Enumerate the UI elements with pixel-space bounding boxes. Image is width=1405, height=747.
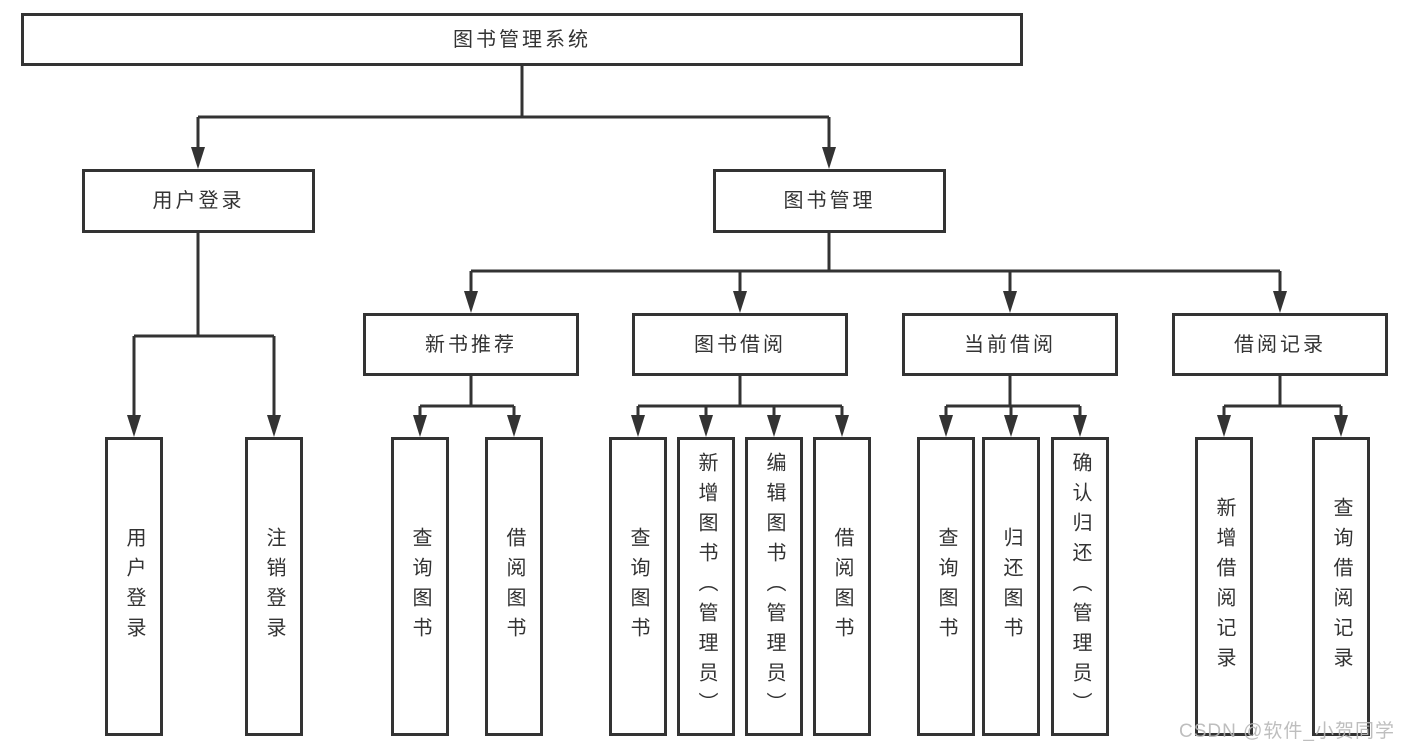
node-leaf-add-books-admin: 新增图书（管理员） [677,437,735,736]
arrowhead [1273,291,1287,313]
connector-book-borrow-children [636,376,844,420]
node-leaf-edit-books-admin: 编辑图书（管理员） [745,437,803,736]
connector-current-borrow-children [944,376,1082,420]
node-current-borrow: 当前借阅 [902,313,1118,376]
node-leaf-query-books-3: 查询图书 [917,437,975,736]
arrowhead [1004,415,1018,437]
node-leaf-query-books-2: 查询图书 [609,437,667,736]
node-leaf-return-books: 归还图书 [982,437,1040,736]
node-label: 编辑图书（管理员） [763,451,785,722]
arrowhead [1073,415,1087,437]
node-label: 用户登录 [123,526,145,647]
node-user-login: 用户登录 [82,169,315,233]
arrowhead [267,415,281,437]
node-label: 新增借阅记录 [1213,496,1235,677]
node-label: 查询借阅记录 [1330,496,1352,677]
node-label: 图书管理 [783,190,876,212]
arrowhead [699,415,713,437]
node-book-management: 图书管理 [713,169,946,233]
node-book-borrow: 图书借阅 [632,313,848,376]
node-leaf-query-borrow-record: 查询借阅记录 [1312,437,1370,736]
node-leaf-user-login: 用户登录 [105,437,163,736]
arrowhead [1217,415,1231,437]
arrowhead [127,415,141,437]
node-label: 查询图书 [935,526,957,647]
arrowhead [767,415,781,437]
node-leaf-query-books: 查询图书 [391,437,449,736]
arrowhead [191,147,205,169]
node-new-book-recommend: 新书推荐 [363,313,579,376]
node-label: 注销登录 [263,526,285,647]
node-leaf-logout: 注销登录 [245,437,303,736]
arrowhead [733,291,747,313]
arrowhead [631,415,645,437]
arrowhead [835,415,849,437]
node-label: 用户登录 [152,190,245,212]
node-label: 查询图书 [409,526,431,647]
connector-borrow-record-children [1222,376,1343,420]
node-label: 借阅图书 [503,526,525,647]
node-root-system: 图书管理系统 [21,13,1023,66]
node-label: 借阅图书 [831,526,853,647]
arrowhead [1003,291,1017,313]
node-label: 图书管理系统 [453,28,591,51]
arrowhead [507,415,521,437]
node-leaf-add-borrow-record: 新增借阅记录 [1195,437,1253,736]
arrowhead [1334,415,1348,437]
node-leaf-borrow-books: 借阅图书 [485,437,543,736]
node-label: 图书借阅 [694,333,786,356]
connector-root-to-level2 [196,66,831,150]
connector-book-management-children [469,233,1282,295]
node-label: 确认归还（管理员） [1069,451,1091,722]
node-label: 新书推荐 [425,333,517,356]
connector-new-book-recommend-children [418,376,516,420]
node-label: 借阅记录 [1234,333,1326,356]
node-label: 查询图书 [627,526,649,647]
arrowhead [939,415,953,437]
node-label: 当前借阅 [964,333,1056,356]
node-label: 归还图书 [1000,526,1022,647]
node-borrow-record: 借阅记录 [1172,313,1388,376]
node-leaf-borrow-books-2: 借阅图书 [813,437,871,736]
node-label: 新增图书（管理员） [695,451,717,722]
connector-user-login-children [132,233,276,420]
arrowhead [822,147,836,169]
arrowhead [413,415,427,437]
watermark: CSDN @软件_小贺同学 [1179,721,1395,742]
arrowhead [464,291,478,313]
node-leaf-confirm-return-admin: 确认归还（管理员） [1051,437,1109,736]
